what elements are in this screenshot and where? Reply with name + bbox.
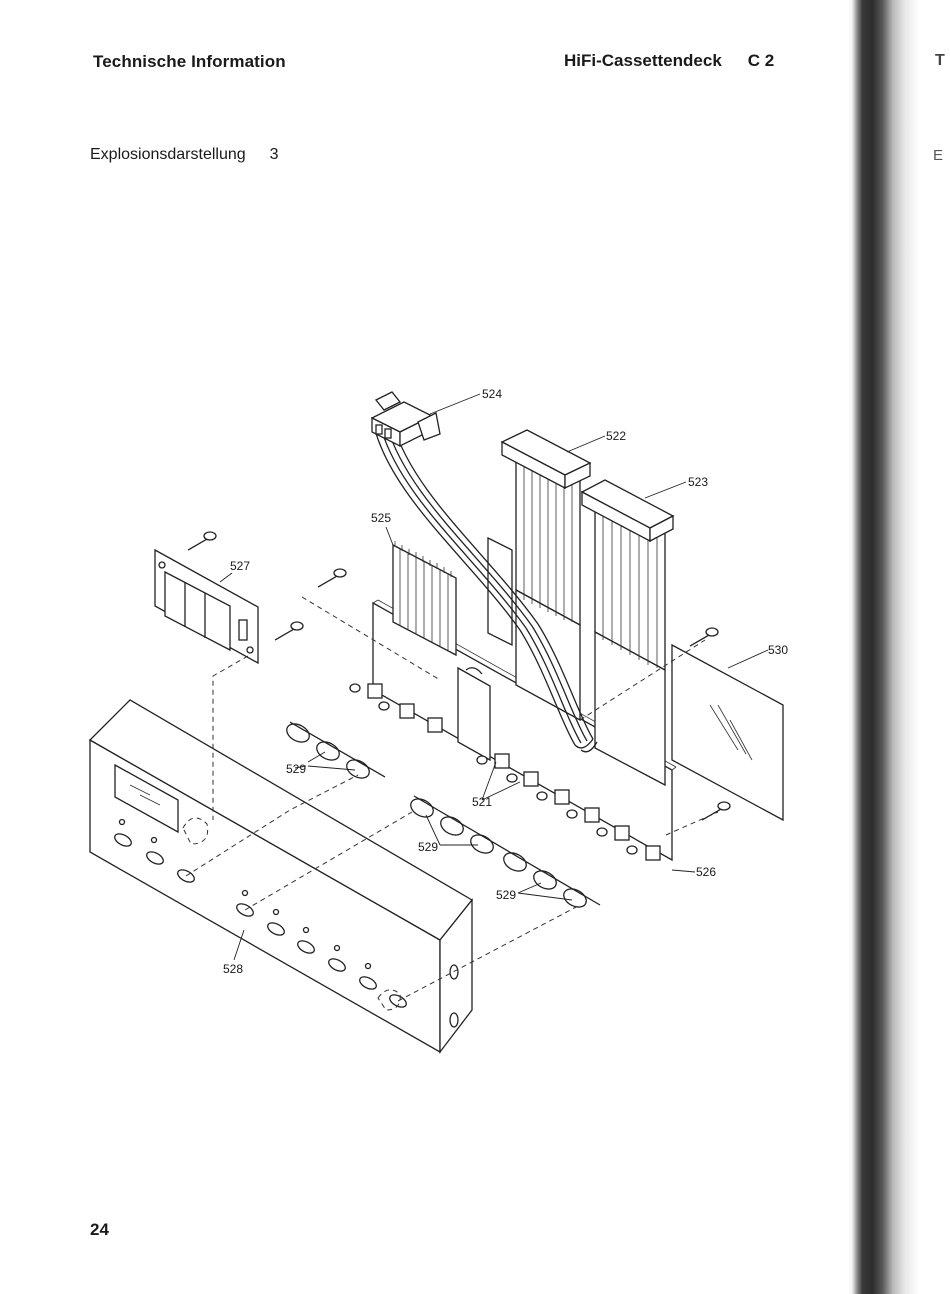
- header-section-title: Technische Information: [93, 52, 286, 71]
- part-label-529: 529: [496, 888, 516, 902]
- small-module: [487, 536, 513, 647]
- board-components: [349, 683, 661, 861]
- next-page-fragment: E: [933, 147, 944, 164]
- figure-caption: Explosionsdarstellung 3: [90, 146, 279, 164]
- header-product-name: HiFi-Cassettendeck: [564, 51, 722, 70]
- connector-524: [370, 391, 441, 448]
- part-label-529: 529: [286, 762, 306, 776]
- push-buttons-529: [286, 721, 601, 908]
- ribbon-cable-523: [580, 479, 675, 787]
- part-label-523: 523: [688, 475, 708, 489]
- header-model: C 2: [747, 51, 775, 70]
- part-label-521: 521: [472, 795, 492, 809]
- front-panel-528: [88, 699, 473, 1054]
- part-label-529: 529: [418, 840, 438, 854]
- part-label-530: 530: [768, 643, 788, 657]
- part-label-522: 522: [606, 429, 626, 443]
- page-number: 24: [90, 1220, 109, 1239]
- ic-chip: [457, 666, 491, 762]
- leader-lines: [219, 393, 769, 961]
- figure-caption-text: Explosionsdarstellung: [90, 146, 246, 163]
- switch-block-527: [154, 548, 259, 665]
- window-panel-530: [671, 643, 784, 822]
- book-binding-shadow: [848, 0, 950, 1294]
- pcb-525: [392, 541, 457, 657]
- part-label-524: 524: [482, 387, 502, 401]
- assembly-lines: [182, 596, 719, 1011]
- figure-caption-number: 3: [269, 146, 279, 163]
- part-labels: 524 522 523 525 527 530 529 521 529 526 …: [223, 387, 788, 976]
- header-product: HiFi-Cassettendeck C 2: [564, 51, 774, 71]
- cable-harness-524: [374, 423, 598, 753]
- next-page-fragment: T: [935, 52, 945, 69]
- part-label-527: 527: [230, 559, 250, 573]
- part-label-528: 528: [223, 962, 243, 976]
- part-label-526: 526: [696, 865, 716, 879]
- part-label-525: 525: [371, 511, 391, 525]
- screws: [187, 531, 731, 821]
